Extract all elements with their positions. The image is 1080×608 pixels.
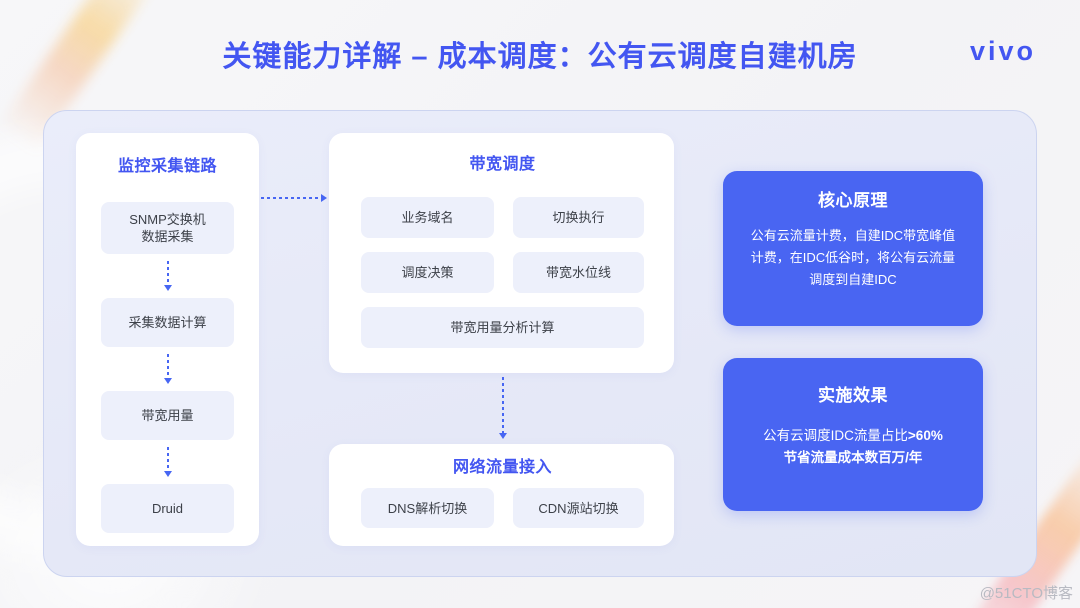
flow-node-usage-analysis: 带宽用量分析计算 xyxy=(361,307,644,348)
flow-node-bandwidth-usage: 带宽用量 xyxy=(101,391,234,440)
main-canvas: 监控采集链路 SNMP交换机 数据采集 采集数据计算 带宽用量 Druid 带宽… xyxy=(43,110,1037,577)
flow-node-data-compute: 采集数据计算 xyxy=(101,298,234,347)
arrow-right-icon xyxy=(261,193,327,203)
core-principle-line: 调度到自建IDC xyxy=(809,272,897,287)
network-access-card: 网络流量接入 DNS解析切换 CDN源站切换 xyxy=(329,444,674,546)
arrow-down-icon xyxy=(497,377,509,439)
flow-node-switch-exec: 切换执行 xyxy=(513,197,644,238)
monitor-chain-title: 监控采集链路 xyxy=(117,158,217,175)
watermark: @51CTO博客 xyxy=(979,585,1073,602)
arrow-down-icon xyxy=(162,254,174,298)
flow-node-druid: Druid xyxy=(101,484,234,533)
effect-line-ratio: 公有云调度IDC流量占比>60% xyxy=(741,425,965,447)
core-principle-line: 计费，在IDC低谷时，将公有云流量 xyxy=(750,250,956,265)
network-access-title: 网络流量接入 xyxy=(452,459,552,476)
monitor-chain-card: 监控采集链路 SNMP交换机 数据采集 采集数据计算 带宽用量 Druid xyxy=(76,133,259,546)
flow-node-snmp-collect: SNMP交换机 数据采集 xyxy=(101,202,234,254)
core-principle-title: 核心原理 xyxy=(818,191,888,210)
flow-node-cdn-switch: CDN源站切换 xyxy=(513,488,644,528)
effect-line-savings: 节省流量成本数百万/年 xyxy=(783,450,923,465)
effect-line-ratio-text: 公有云调度IDC流量占比 xyxy=(763,428,908,443)
flow-node-scheduling-decision: 调度决策 xyxy=(361,252,494,293)
network-access-row: DNS解析切换 CDN源站切换 xyxy=(361,488,644,528)
bandwidth-scheduling-grid: 业务域名 切换执行 调度决策 带宽水位线 带宽用量分析计算 xyxy=(361,197,644,348)
bandwidth-scheduling-title: 带宽调度 xyxy=(469,156,536,173)
arrow-down-icon xyxy=(162,440,174,484)
core-principle-panel: 核心原理 公有云流量计费，自建IDC带宽峰值 计费，在IDC低谷时，将公有云流量… xyxy=(723,171,983,326)
implementation-effect-body: 公有云调度IDC流量占比>60% 节省流量成本数百万/年 xyxy=(741,425,965,469)
flow-node-business-domain: 业务域名 xyxy=(361,197,494,238)
implementation-effect-title: 实施效果 xyxy=(818,386,888,405)
flow-node-bandwidth-watermark: 带宽水位线 xyxy=(513,252,644,293)
core-principle-body: 公有云流量计费，自建IDC带宽峰值 计费，在IDC低谷时，将公有云流量 调度到自… xyxy=(741,225,965,291)
core-principle-line: 公有云流量计费，自建IDC带宽峰值 xyxy=(750,228,956,243)
implementation-effect-panel: 实施效果 公有云调度IDC流量占比>60% 节省流量成本数百万/年 xyxy=(723,358,983,511)
arrow-down-icon xyxy=(162,347,174,391)
flow-node-dns-switch: DNS解析切换 xyxy=(361,488,494,528)
vivo-logo: vivo xyxy=(969,36,1036,66)
page-title: 关键能力详解 – 成本调度：公有云调度自建机房 xyxy=(222,41,858,73)
bandwidth-scheduling-card: 带宽调度 业务域名 切换执行 调度决策 带宽水位线 带宽用量分析计算 xyxy=(329,133,674,373)
effect-line-ratio-value: >60% xyxy=(907,428,943,443)
